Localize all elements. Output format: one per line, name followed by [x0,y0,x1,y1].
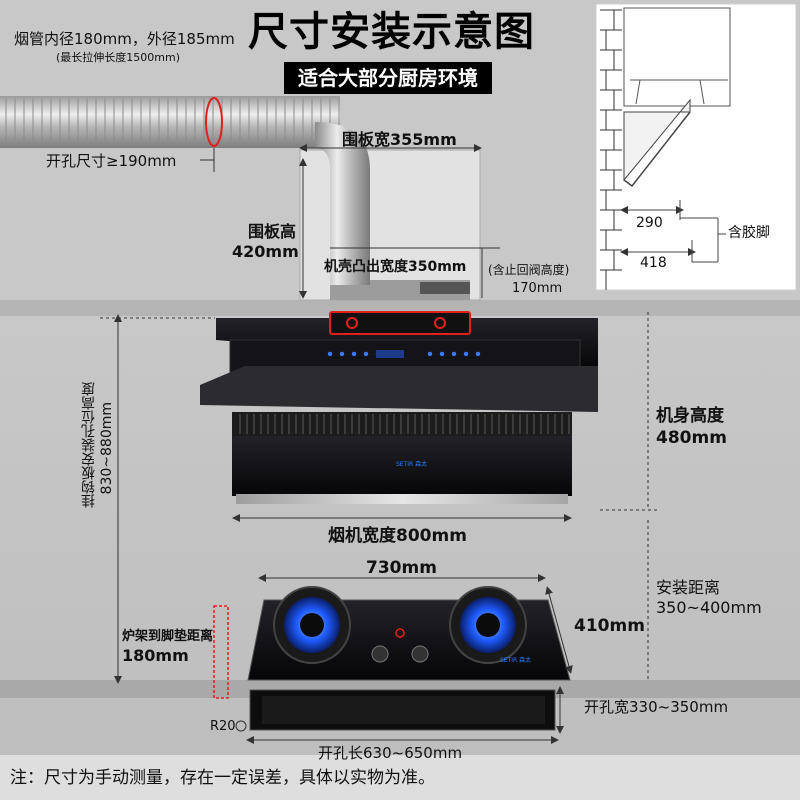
hood-control-light [439,351,445,357]
gas-stove: SETIR 森太 [247,586,571,681]
page-title: 尺寸安装示意图 [248,9,535,55]
stove-depth-label: 410mm [574,616,645,636]
panel-height-label: 围板高 [248,222,297,241]
range-hood-panel [300,150,480,300]
valve-height-value: 170mm [512,281,563,296]
stove-width-label: 730mm [366,558,437,578]
duct-diameter-label: 烟管内径180mm，外径185mm [14,30,235,48]
rubber-foot-label: 含胶脚 [728,225,770,241]
hood-control-light [363,351,369,357]
valve-note-label: (含止回阀高度) [488,263,570,277]
disclaimer-note: 注：尺寸为手动测量，存在一定误差，具体以实物为准。 [10,768,435,788]
body-height-value: 480mm [656,428,727,448]
cutout-length-label: 开孔长630~650mm [318,744,463,762]
bracket-height-value: 830~880mm [99,402,115,495]
panel-height-value: 420mm [232,242,299,261]
hood-control-light [327,351,333,357]
side-view-inset [595,3,797,291]
protrusion-label: 机壳凸出宽度350mm [324,259,467,275]
hood-control-light [463,351,469,357]
hood-display [376,350,404,358]
page-subtitle: 适合大部分厨房环境 [284,62,492,94]
install-distance-label: 安装距离 [656,578,721,597]
panel-width-label: 围板宽355mm [342,130,457,149]
hood-control-light [475,351,481,357]
counter-cutout [249,689,556,731]
rack-to-foot-label: 炉架到脚垫距离 [122,629,214,644]
stove-brand-logo: SETIR 森太 [500,656,531,664]
hood-control-light [451,351,457,357]
hood-brand-logo: SETIR 森太 [396,460,427,468]
hood-control-light [427,351,433,357]
install-distance-value: 350~400mm [656,598,762,617]
side-dim-a: 290 [636,215,663,231]
right-knob [411,645,429,663]
bracket-height-label: 挂钩板安装孔位高度 [81,382,97,508]
hood-control-light [351,351,357,357]
duct-max-length-label: (最长拉伸长度1500mm) [56,51,181,64]
side-dim-b: 418 [640,255,667,271]
left-knob [371,645,389,663]
corner-radius-label: R20 [210,719,236,734]
right-burner-flame [449,586,527,664]
exhaust-duct [0,96,370,285]
hole-size-label: 开孔尺寸≥190mm [46,152,177,170]
hood-width-label: 烟机宽度800mm [328,526,467,546]
range-hood: SETIR 森太 [200,311,598,504]
hood-control-light [339,351,345,357]
body-height-label: 机身高度 [656,406,724,426]
left-burner-flame [273,586,351,664]
cutout-width-label: 开孔宽330~350mm [584,698,729,716]
rack-to-foot-value: 180mm [122,646,189,665]
